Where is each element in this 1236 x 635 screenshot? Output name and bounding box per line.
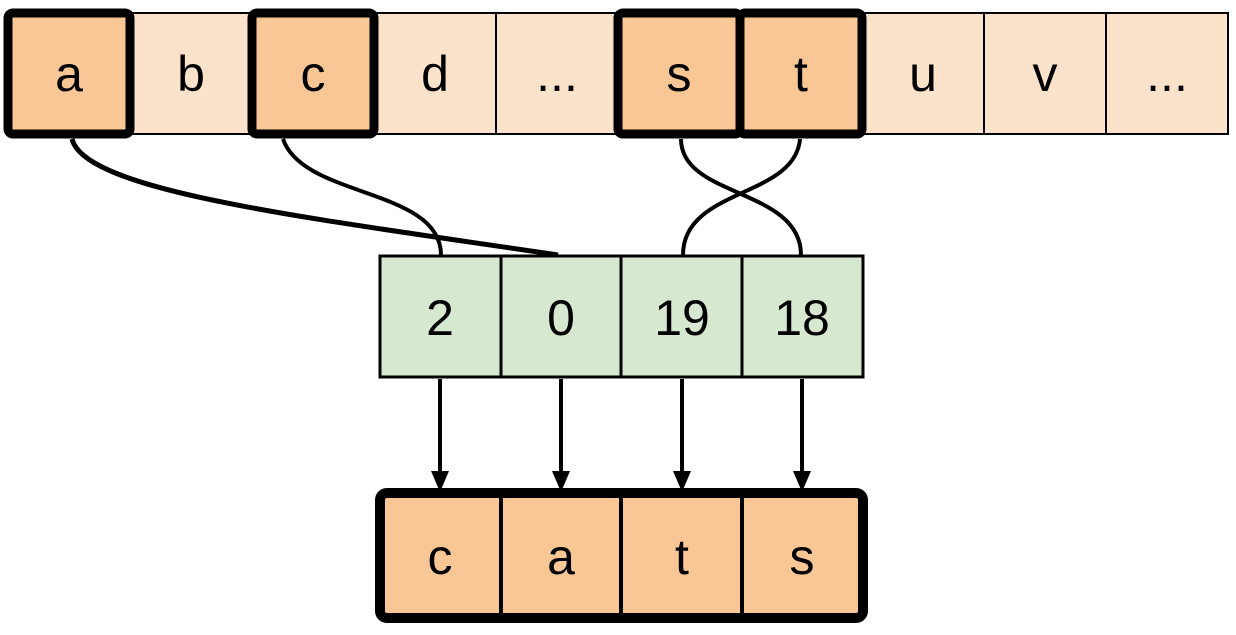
alphabet-label-ellipsis-1: ... <box>536 46 578 102</box>
alphabet-label-s: s <box>667 46 692 102</box>
alphabet-cell-d <box>373 12 497 135</box>
index-cell-2 <box>378 254 503 379</box>
arrowhead-icon-0 <box>431 471 449 492</box>
index-cell-18 <box>740 254 865 379</box>
alphabet-label-v: v <box>1033 46 1058 102</box>
curve-t-to-19 <box>681 138 802 256</box>
alphabet-row: a b c d ... s t u v ... <box>3 8 1229 139</box>
index-value-0: 2 <box>426 290 454 346</box>
alphabet-cell-a-highlighted <box>3 8 135 139</box>
alphabet-label-u: u <box>909 46 937 102</box>
result-letter-t: t <box>675 529 689 585</box>
index-cell-19 <box>619 254 744 379</box>
index-value-2: 19 <box>654 290 710 346</box>
result-letter-a: a <box>547 529 575 585</box>
curve-s-to-18 <box>679 138 803 256</box>
alphabet-label-ellipsis-2: ... <box>1146 46 1188 102</box>
alphabet-cell-v <box>983 12 1107 135</box>
alphabet-cell-ellipsis-1 <box>495 12 619 135</box>
arrowhead-icon-3 <box>793 471 811 492</box>
arrowhead-icon-1 <box>552 471 570 492</box>
index-value-1: 0 <box>547 290 575 346</box>
result-row-border <box>375 488 868 623</box>
alphabet-label-c: c <box>301 46 326 102</box>
alphabet-label-a: a <box>55 46 83 102</box>
result-row: c a t s <box>375 488 868 623</box>
index-value-3: 18 <box>774 290 830 346</box>
arrowheads <box>431 471 811 492</box>
alphabet-cell-ellipsis-2 <box>1105 12 1229 135</box>
alphabet-cell-b <box>129 12 253 135</box>
result-letter-s: s <box>790 529 815 585</box>
alphabet-label-t: t <box>794 46 808 102</box>
result-row-dividers <box>499 494 744 617</box>
curve-c-to-2 <box>281 138 443 256</box>
index-row: 2 0 19 18 <box>378 254 865 379</box>
alphabet-cell-c-highlighted <box>247 8 379 139</box>
result-letter-c: c <box>428 529 453 585</box>
arrowhead-icon-2 <box>673 471 691 492</box>
index-to-result-arrows <box>438 379 804 474</box>
letter-to-index-connectors <box>69 138 803 258</box>
alphabet-label-d: d <box>421 46 449 102</box>
alphabet-cell-t-highlighted <box>735 8 867 139</box>
curve-a-to-0 <box>69 138 559 258</box>
alphabet-label-b: b <box>177 46 205 102</box>
